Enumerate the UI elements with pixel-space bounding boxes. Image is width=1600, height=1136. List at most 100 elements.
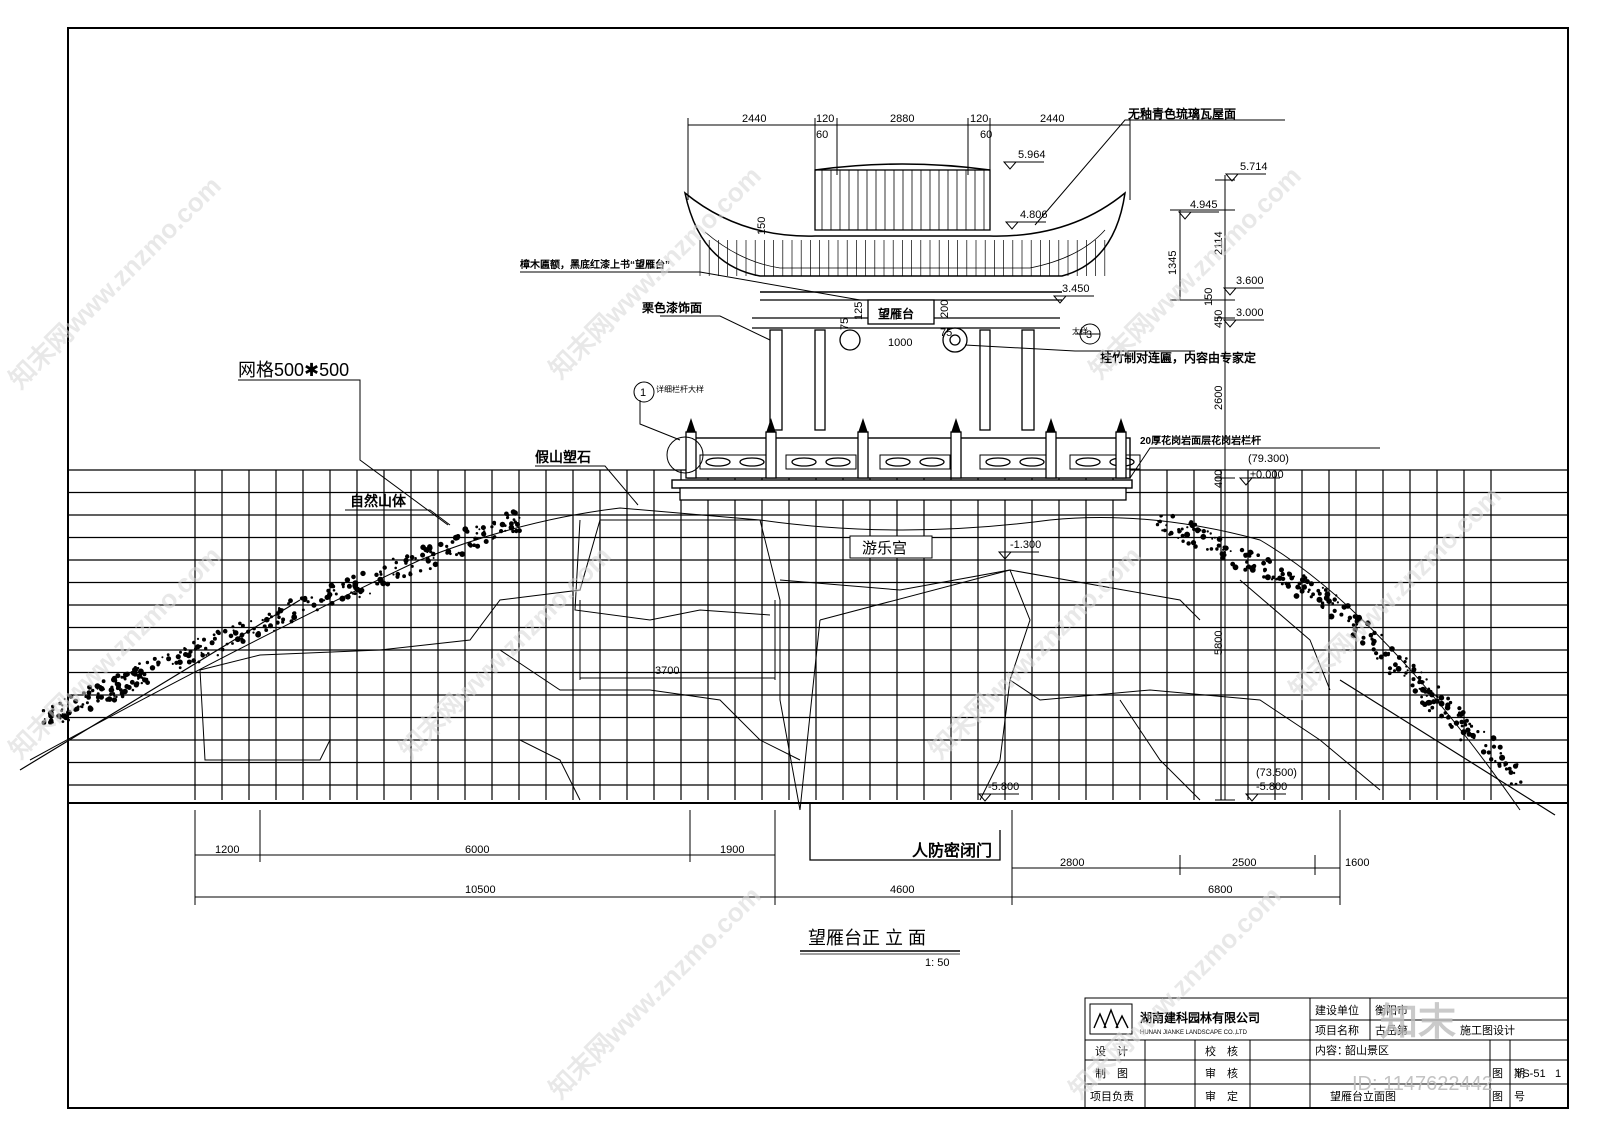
- label-roof-material: 无釉青色琉璃瓦屋面: [1127, 106, 1236, 121]
- client-label: 建设单位: [1315, 1003, 1359, 1017]
- label-rockery: 假山塑石: [535, 449, 591, 465]
- dim-top-1: 2440: [742, 113, 766, 125]
- content-label: 内容：: [1315, 1043, 1348, 1057]
- client-value: 衡阳市: [1375, 1003, 1408, 1017]
- top-dimension-line: [687, 118, 1131, 200]
- signboard-text: 望雁台: [878, 306, 914, 321]
- dim-75: 75: [839, 318, 851, 330]
- bottom-dimensions: [194, 600, 1341, 905]
- dim-b-1200: 1200: [215, 844, 239, 856]
- grid-500x500: [68, 469, 1568, 800]
- sheet-border: [67, 27, 1569, 1109]
- column-2: [814, 329, 826, 431]
- label-civil-door: 人防密闭门: [912, 841, 992, 860]
- dim-top-4: 120: [970, 113, 988, 125]
- title-block: [1084, 997, 1569, 1109]
- no-value: YS-51: [1515, 1068, 1546, 1080]
- elev-73500: (73.500): [1256, 767, 1297, 779]
- platform-base: [679, 487, 1127, 501]
- dim-top-small-1: 60: [816, 129, 828, 141]
- watermark-logo: 知末: [1380, 1002, 1456, 1044]
- dim-b-6800: 6800: [1208, 884, 1232, 896]
- platform-slab: [671, 479, 1133, 489]
- lantern-left: [942, 327, 968, 353]
- dim-200: 200: [939, 300, 951, 318]
- signboard: [867, 299, 935, 325]
- watermark-5: 知末网www.znzmo.com: [393, 540, 617, 764]
- elevation-markers: [977, 161, 1286, 802]
- design-phase: 施工图设计: [1460, 1024, 1515, 1037]
- civil-door-outline: [809, 803, 1001, 861]
- watermarks: 知末网www.znzmo.com 知末网www.znzmo.com 知末网www…: [3, 160, 1507, 1104]
- elev-minus5800-right: -5.800: [1256, 781, 1287, 793]
- watermark-id: ID: 1147622442: [1352, 1073, 1493, 1095]
- row-lead: 项目负责: [1090, 1089, 1134, 1103]
- label-signboard-note: 樟木匾额，黑底红漆上书“望雁台”: [520, 258, 670, 271]
- lower-roof: [683, 191, 1127, 277]
- watermark-4: 知末网www.znzmo.com: [3, 540, 227, 764]
- label-lacquer: 栗色漆饰面: [642, 300, 702, 315]
- detail-bubble-3: [1079, 323, 1101, 345]
- detail-bubble-1: [633, 381, 655, 403]
- dim-1000: 1000: [888, 337, 912, 349]
- dim-150: 150: [756, 217, 768, 235]
- hill-vegetation: [41, 509, 1523, 786]
- row-review: 审 核: [1205, 1066, 1238, 1080]
- elev-3000: 3.000: [1236, 307, 1264, 319]
- watermark-8: 知末网www.znzmo.com: [543, 880, 767, 1104]
- dim-top-5: 2440: [1040, 113, 1064, 125]
- dim-b-10500: 10500: [465, 884, 496, 896]
- no-label: 图 号: [1492, 1090, 1525, 1103]
- dim-top-2: 120: [816, 113, 834, 125]
- dim-v-400: 400: [1213, 470, 1225, 488]
- column-1: [769, 329, 783, 431]
- dim-125: 125: [853, 302, 865, 320]
- elev-3450: 3.450: [1062, 283, 1090, 295]
- project-value: 古岳第: [1375, 1023, 1408, 1037]
- dim-b-2500: 2500: [1232, 857, 1256, 869]
- eave-tiles: [699, 240, 1106, 276]
- row-approve: 审 定: [1205, 1089, 1238, 1103]
- detail-ref-right: 大样: [1072, 326, 1088, 336]
- watermark-9: 知末网www.znzmo.com: [1063, 880, 1287, 1104]
- elev-79300: (79.300): [1248, 453, 1289, 465]
- cave-sign-board: [849, 535, 933, 559]
- elev-5714: 5.714: [1240, 161, 1268, 173]
- company-name-en: HUNAN JIANKE LANDSCAPE CO.,LTD: [1140, 1030, 1248, 1036]
- drawing-scale: 1: 50: [925, 957, 949, 969]
- dim-top-small-2: 60: [980, 129, 992, 141]
- dim-75b: 75: [940, 327, 952, 339]
- label-railing-note: 20厚花岗岩面层花岗岩栏杆: [1140, 434, 1261, 447]
- dim-v-2600: 2600: [1213, 386, 1225, 410]
- label-grid: 网格500✱500: [238, 360, 349, 380]
- company-logo: [1089, 1003, 1133, 1035]
- dim-v-1345: 1345: [1167, 251, 1179, 275]
- sheet-number: 1: [1555, 1068, 1561, 1080]
- date-label: 图 期: [1492, 1067, 1525, 1080]
- railing-panels: [685, 417, 1141, 479]
- elev-zero: ±0.000: [1250, 469, 1284, 481]
- dim-v-150: 150: [1203, 288, 1215, 306]
- dim-v-450: 450: [1213, 310, 1225, 328]
- detail-num-3: 3: [1086, 329, 1092, 341]
- dim-top-3: 2880: [890, 113, 914, 125]
- annotation-leaders: [238, 119, 1380, 526]
- row-check: 校 核: [1205, 1044, 1238, 1058]
- elev-minus1300: -1.300: [1010, 539, 1041, 551]
- elev-5964: 5.964: [1018, 149, 1046, 161]
- detail-num-1: 1: [640, 387, 646, 399]
- elev-3600: 3.600: [1236, 275, 1264, 287]
- label-cave-sign: 游乐宫: [862, 540, 907, 557]
- detail-ref-left: 详细栏杆大样: [656, 384, 704, 394]
- watermark-1: 知末网www.znzmo.com: [3, 170, 227, 394]
- label-lantern-note: 挂竹制对连匾，内容由专家定: [1100, 350, 1256, 365]
- column-4: [1021, 329, 1035, 431]
- dim-b-2800: 2800: [1060, 857, 1084, 869]
- project-label: 项目名称: [1315, 1023, 1359, 1037]
- drawing-name: 望雁台立面图: [1330, 1089, 1396, 1103]
- dim-b-1600: 1600: [1345, 857, 1369, 869]
- elev-minus5800-left: -5.800: [988, 781, 1019, 793]
- dim-b-4600: 4600: [890, 884, 914, 896]
